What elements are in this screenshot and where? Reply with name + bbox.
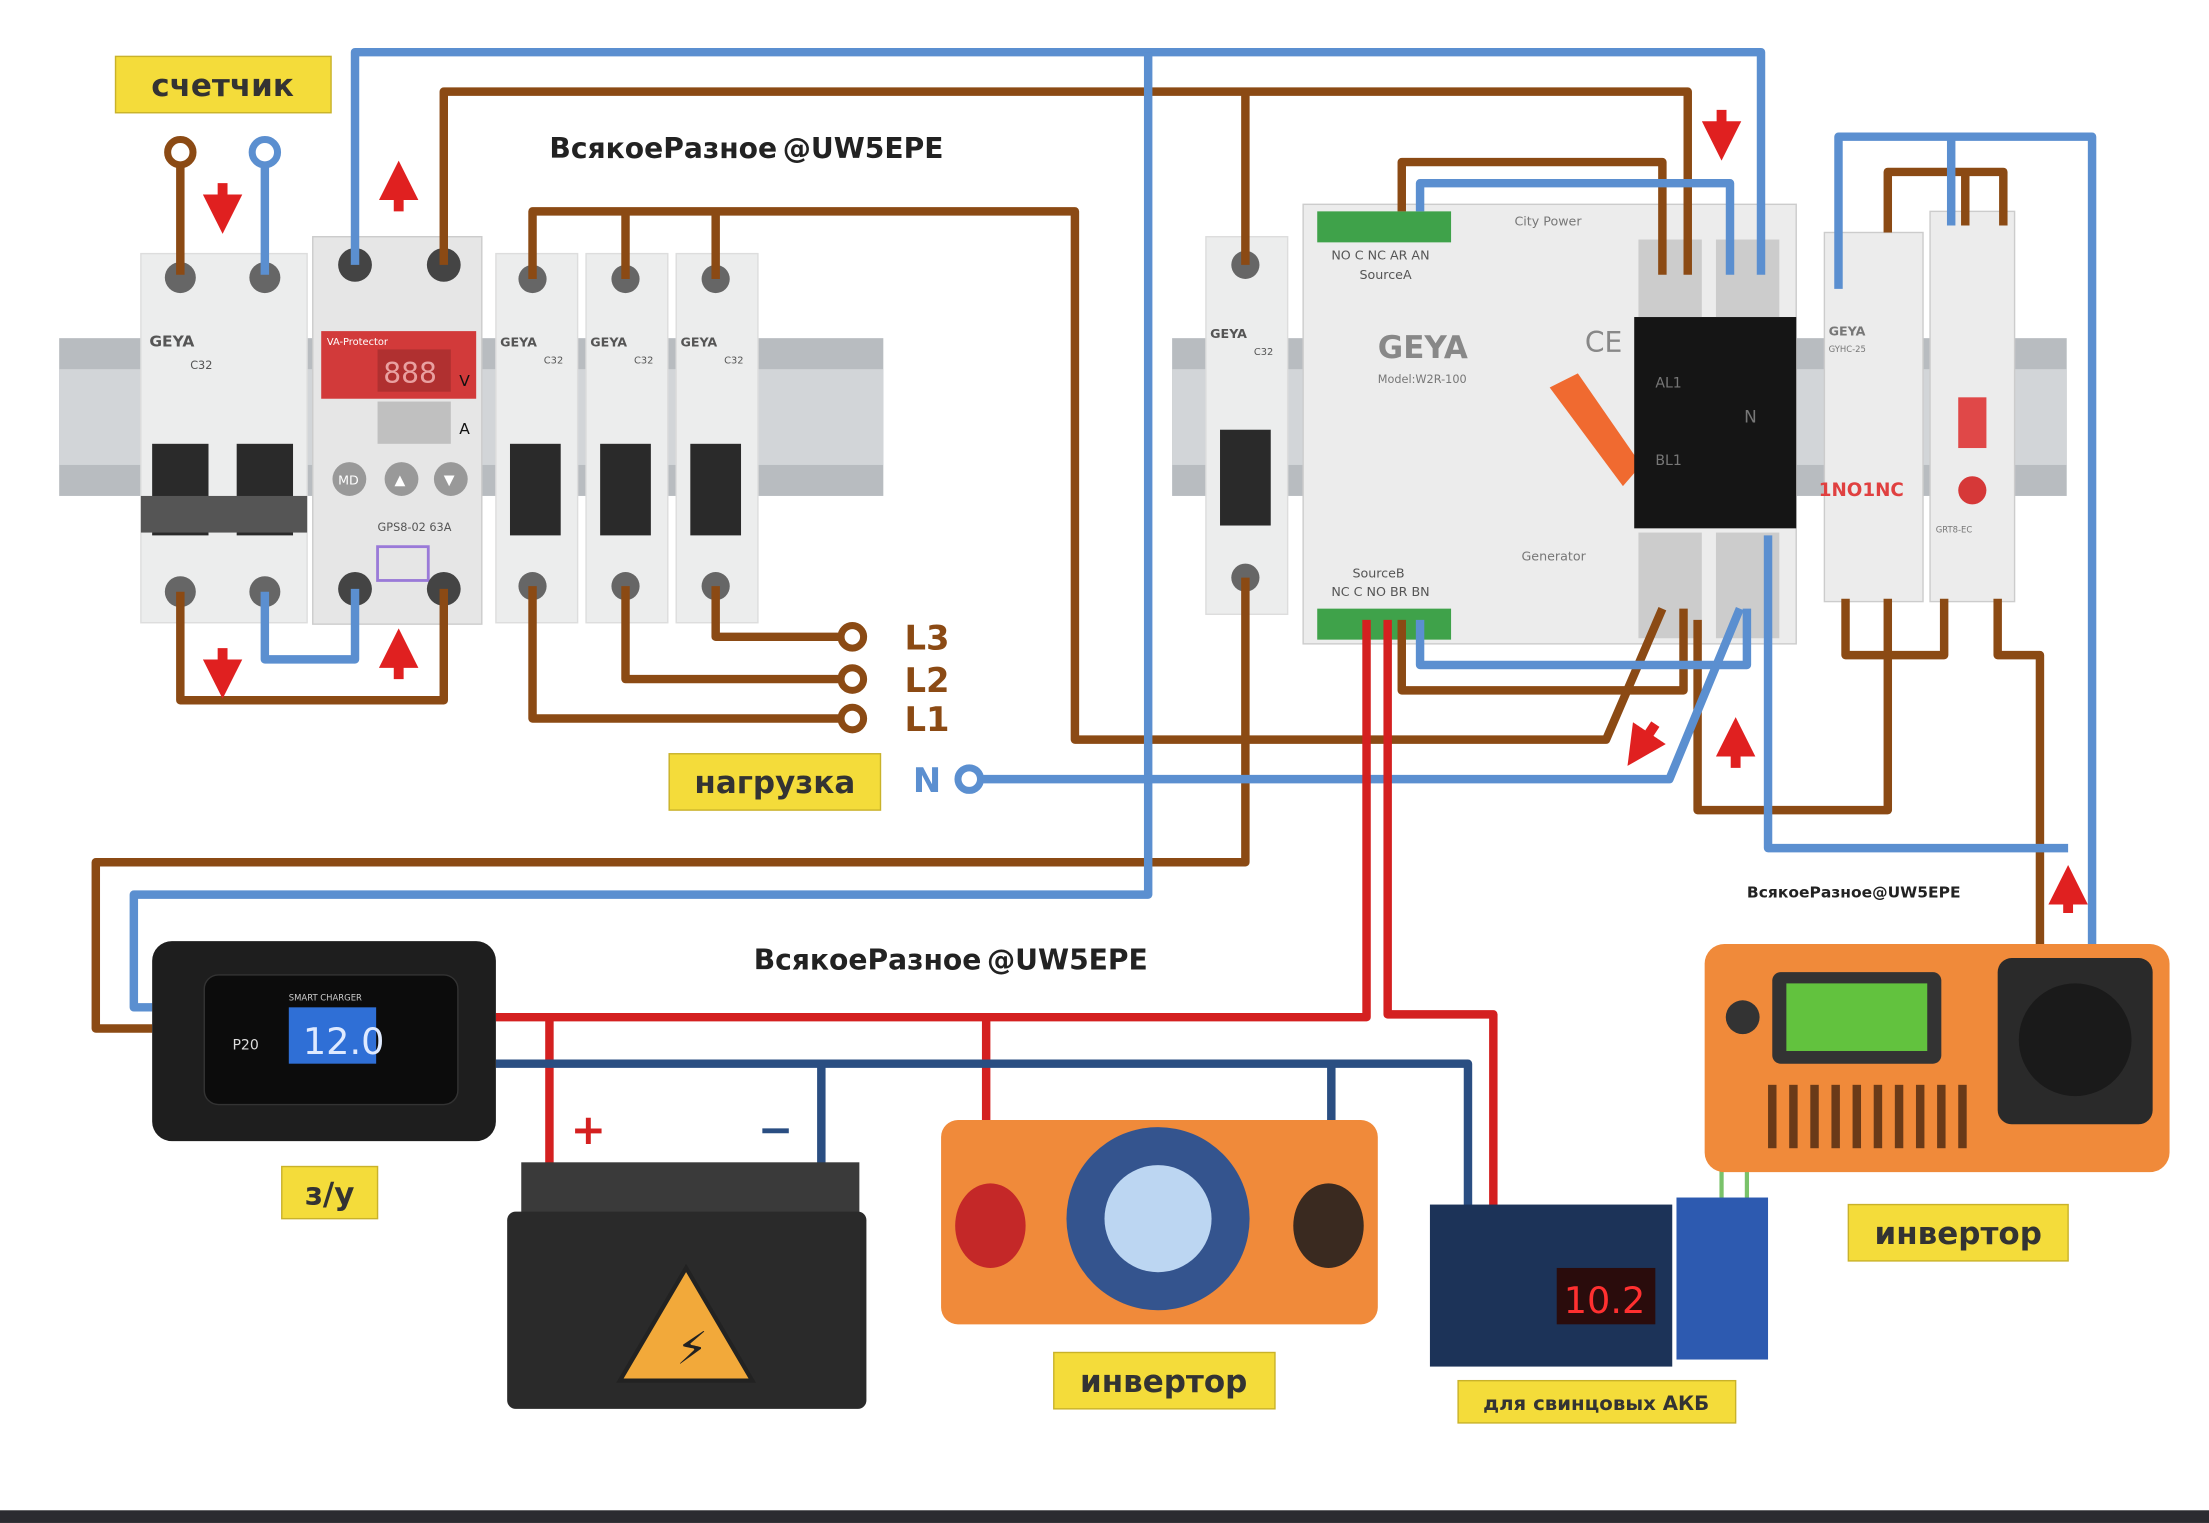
wire-ats-aux-n <box>1415 178 1735 275</box>
wire-ats-aux <box>1397 157 1667 275</box>
bottom-bar <box>0 1510 2209 1523</box>
wire-load-bus <box>528 207 1667 744</box>
minus-label: − <box>758 1105 793 1154</box>
bl1: BL1 <box>1655 453 1681 469</box>
inverter-big <box>1704 943 2170 1173</box>
unit-a: A <box>459 420 470 438</box>
wire-socket-n <box>1763 535 2069 853</box>
brand-label: GEYA <box>590 335 627 350</box>
va-model: GPS8-02 63A <box>378 521 452 534</box>
svg-text:нагрузка: нагрузка <box>694 765 855 801</box>
down-button: ▼ <box>444 473 455 489</box>
wire-neutral-to-va <box>260 588 360 664</box>
charger-label: з/у <box>281 1165 379 1220</box>
l2-label: L2 <box>904 661 949 700</box>
controller-display: 10.2 <box>1564 1279 1646 1322</box>
single-pole-breakers: GEYA GEYA GEYA C32 C32 C32 <box>495 252 759 624</box>
unit-v: V <box>459 372 470 390</box>
load-label: нагрузка <box>668 753 882 811</box>
wire-timer-to-socket <box>1993 598 2045 1029</box>
wire-l1 <box>528 586 853 723</box>
wire-contactor-n <box>1834 132 2097 1064</box>
va-protector: VA-Protector 888 V A MD ▲ ▼ GPS8-02 63A <box>312 236 483 625</box>
svg-text:инвертор: инвертор <box>1875 1216 2042 1252</box>
md-button: MD <box>338 473 359 488</box>
voltage-display: 888 <box>383 357 437 390</box>
breaker-rating: C32 <box>544 356 563 367</box>
inverter-small <box>941 1120 1378 1325</box>
ats-brand: GEYA <box>1378 330 1468 366</box>
svg-text:ВсякоеРазное@UW5EPE: ВсякоеРазное@UW5EPE <box>754 943 1148 976</box>
wire-l3 <box>711 586 853 642</box>
plus-label: + <box>571 1105 606 1154</box>
city-power: City Power <box>1514 213 1582 228</box>
double-pole-breaker: GEYA C32 <box>140 252 308 624</box>
brand-label: GEYA <box>680 335 717 350</box>
contactor-model: GYHC-25 <box>1829 344 1866 354</box>
inverter-big-label: инвертор <box>1847 1203 2069 1262</box>
high-voltage-icon: ⚡ <box>676 1322 708 1375</box>
wire-neutral-charger <box>129 52 1153 1012</box>
meter-label: счетчик <box>114 55 332 114</box>
breaker-rating: C32 <box>190 359 212 372</box>
watermark-top: ВсякоеРазное@UW5EPE <box>549 132 943 165</box>
generator: Generator <box>1522 549 1587 564</box>
wire-load-n <box>969 607 1744 784</box>
wire-dc-plus <box>495 619 1498 1226</box>
va-protector-title: VA-Protector <box>327 337 389 348</box>
source-b: SourceB <box>1352 566 1404 581</box>
timer-model: GRT8-EC <box>1936 525 1973 535</box>
source-a: SourceA <box>1359 267 1411 282</box>
al1: AL1 <box>1655 375 1681 391</box>
wire-breaker-to-va <box>176 588 448 705</box>
terminals-a: NO C NC AR AN <box>1331 247 1429 262</box>
wire-ats-bottom-n <box>1415 608 1752 670</box>
battery-charger: SMART CHARGER P20 12.0 <box>152 941 496 1142</box>
up-button: ▲ <box>394 473 405 489</box>
contacts-label: 1NO1NC <box>1819 480 1904 501</box>
battery: ⚡ <box>507 1162 867 1409</box>
wire-contactor-timer <box>1883 167 2008 233</box>
n-pole: N <box>1744 407 1757 427</box>
voltage-controller: 10.2 <box>1429 1197 1769 1367</box>
phase-wires <box>91 87 2045 1033</box>
inverter-breaker: GEYA C32 <box>1205 236 1289 615</box>
contactor: GEYA GYHC-25 1NO1NC <box>1819 231 1924 603</box>
terminals-b: NC C NO BR BN <box>1331 584 1429 599</box>
breaker-rating: C32 <box>1254 347 1273 358</box>
svg-text:ВсякоеРазное@UW5EPE: ВсякоеРазное@UW5EPE <box>549 132 943 165</box>
direction-arrows <box>202 109 2088 913</box>
automatic-transfer-switch: NO C NC AR AN SourceA City Power GEYA CE… <box>1302 203 1797 645</box>
svg-text:инвертор: инвертор <box>1080 1364 1247 1400</box>
l3-label: L3 <box>904 619 949 658</box>
svg-text:P20: P20 <box>232 1038 258 1054</box>
brand-label: GEYA <box>500 335 537 350</box>
timer-relay: GRT8-EC <box>1929 210 2016 603</box>
wire-breaker-to-charger <box>91 577 1250 1033</box>
svg-text:для свинцовых АКБ: для свинцовых АКБ <box>1483 1392 1709 1415</box>
l1-label: L1 <box>904 700 949 739</box>
wire-neutral-top <box>350 47 1766 275</box>
svg-text:счетчик: счетчик <box>151 68 294 104</box>
neutral-wires <box>129 47 2097 1064</box>
svg-text:SMART CHARGER: SMART CHARGER <box>289 992 362 1002</box>
n-label: N <box>913 761 941 800</box>
watermark-small: ВсякоеРазное@UW5EPE <box>1747 883 1961 901</box>
lead-acid-label: для свинцовых АКБ <box>1457 1379 1737 1424</box>
inverter-small-label: инвертор <box>1053 1351 1276 1410</box>
contactor-brand: GEYA <box>1829 323 1866 338</box>
breaker-rating: C32 <box>634 356 653 367</box>
brand-label: GEYA <box>149 333 194 351</box>
wire-ats-bottom <box>1397 608 1688 695</box>
ats-model: Model:W2R-100 <box>1378 373 1467 386</box>
wire-l2 <box>621 586 853 684</box>
breaker-rating: C32 <box>724 356 743 367</box>
svg-text:12.0: 12.0 <box>303 1020 385 1063</box>
watermark-bottom: ВсякоеРазное@UW5EPE <box>754 943 1148 976</box>
svg-text:з/у: з/у <box>305 1177 355 1213</box>
ce-mark: CE <box>1585 326 1622 359</box>
brand-label: GEYA <box>1210 326 1247 341</box>
